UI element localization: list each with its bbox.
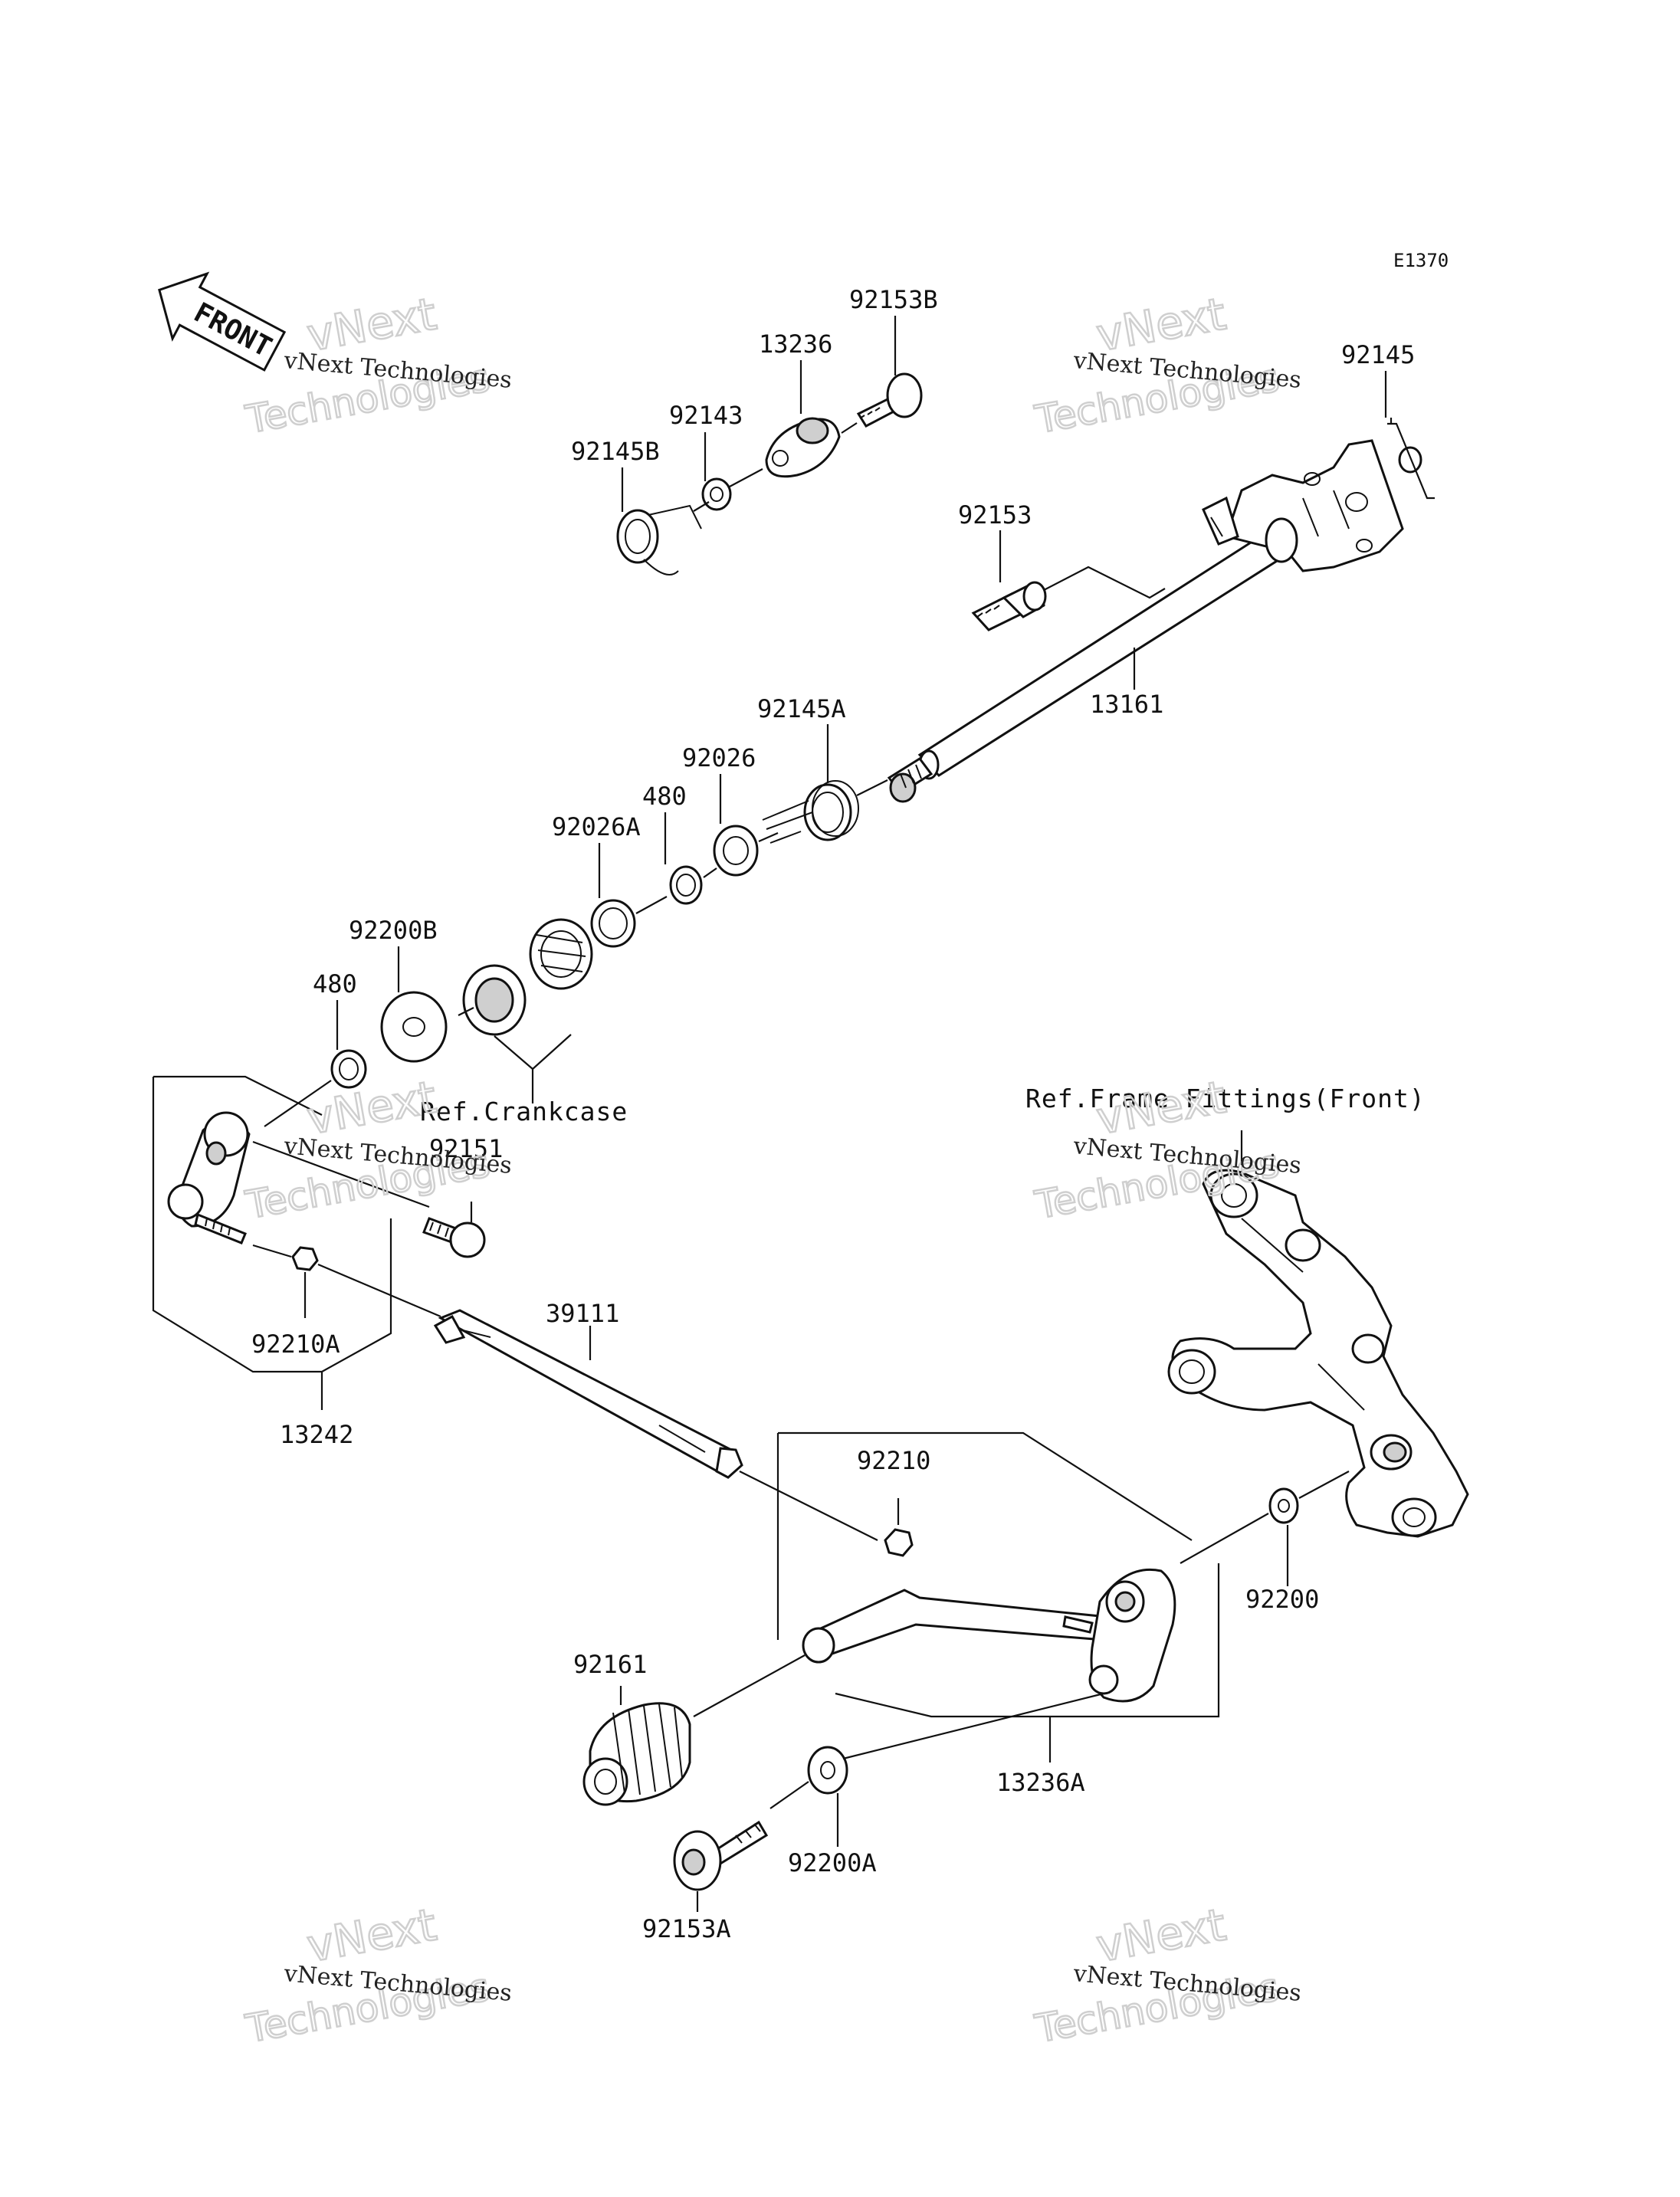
label-13236A: 13236A xyxy=(996,1768,1085,1797)
label-480a: 480 xyxy=(642,782,687,811)
svg-text:vNext: vNext xyxy=(304,1898,441,1972)
label-480b: 480 xyxy=(313,969,357,998)
collar-92143 xyxy=(701,477,732,511)
label-92153: 92153 xyxy=(958,500,1032,530)
label-92153A: 92153A xyxy=(642,1914,731,1943)
rubber-92161 xyxy=(582,1702,691,1806)
label-92151: 92151 xyxy=(429,1134,503,1163)
pin-92153 xyxy=(971,581,1047,631)
ref-crankcase: Ref.Crankcase xyxy=(420,1097,628,1126)
diagram-code: E1370 xyxy=(1393,250,1449,271)
shift-arm-13242 xyxy=(167,1111,251,1244)
ref-frame-fittings: Ref.Frame Fittings(Front) xyxy=(1025,1084,1426,1113)
watermark-mid-left: vNext Technologies vNext Technologies xyxy=(241,1070,513,1228)
label-13161: 13161 xyxy=(1090,690,1163,719)
washer-92200 xyxy=(1268,1487,1299,1524)
label-92161: 92161 xyxy=(573,1650,647,1679)
svg-text:vNext: vNext xyxy=(1093,1071,1230,1144)
washer-92026 xyxy=(713,825,759,877)
front-arrow-icon: FRONT xyxy=(158,271,287,372)
shift-pedal-13236A xyxy=(802,1568,1176,1703)
watermark-bottom-right: vNext Technologies vNext Technologies xyxy=(1031,1897,1302,2052)
svg-text:vNext: vNext xyxy=(1093,1898,1230,1972)
frame-fitting-bracket xyxy=(1167,1169,1469,1538)
spring-92145B xyxy=(616,504,702,575)
tie-rod-39111 xyxy=(433,1309,743,1479)
watermark-top-left: vNext Technologies vNext Technologies xyxy=(241,287,513,443)
label-92026: 92026 xyxy=(682,743,756,772)
watermark-top-right: vNext Technologies vNext Technologies xyxy=(1031,287,1302,443)
watermark-bottom-left: vNext Technologies vNext Technologies xyxy=(241,1897,513,2052)
washer-92200B xyxy=(380,991,448,1063)
spring-92145A xyxy=(762,780,859,844)
label-92145A: 92145A xyxy=(757,694,846,723)
oil-seal xyxy=(462,964,527,1036)
label-92210: 92210 xyxy=(857,1446,930,1475)
bolt-92153A xyxy=(673,1820,769,1891)
label-39111: 39111 xyxy=(546,1299,619,1328)
bolt-92151 xyxy=(422,1217,486,1258)
circlip-480a xyxy=(669,865,703,905)
label-13242: 13242 xyxy=(280,1420,353,1449)
label-92200A: 92200A xyxy=(788,1848,877,1877)
label-92145B: 92145B xyxy=(571,437,660,466)
circlip-92145 xyxy=(1387,418,1435,500)
svg-text:vNext: vNext xyxy=(304,1071,441,1144)
circlip-480b xyxy=(330,1049,367,1089)
label-92026A: 92026A xyxy=(552,812,641,841)
label-92210A: 92210A xyxy=(251,1330,340,1359)
nut-92210A xyxy=(291,1246,319,1271)
washer-92026A xyxy=(590,899,636,948)
needle-bearing xyxy=(529,918,593,990)
nut-92210 xyxy=(884,1528,914,1557)
label-92143: 92143 xyxy=(669,401,743,430)
plate-13236 xyxy=(765,417,841,478)
shift-shaft-13161 xyxy=(887,439,1404,803)
label-92200: 92200 xyxy=(1245,1585,1319,1614)
label-92200B: 92200B xyxy=(349,916,438,945)
washer-92200A xyxy=(807,1746,848,1795)
label-13236: 13236 xyxy=(759,330,832,359)
label-92153B: 92153B xyxy=(849,285,938,314)
bolt-92153B xyxy=(856,372,923,428)
label-92145: 92145 xyxy=(1341,340,1415,369)
